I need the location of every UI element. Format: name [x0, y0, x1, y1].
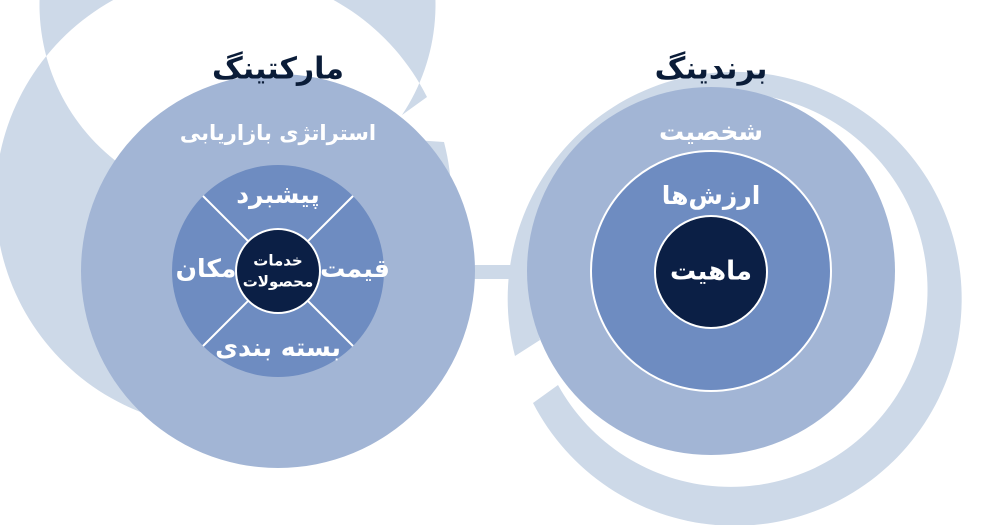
marketing-group: مارکتینگ استراتژی بازاریابی پیشبرد قیمت … [0, 0, 475, 468]
segment-top-label: پیشبرد [236, 180, 320, 210]
branding-title: برندینگ [655, 51, 768, 87]
branding-values-label: ارزش‌ها [662, 181, 761, 210]
marketing-title: مارکتینگ [212, 51, 344, 87]
segment-bottom-label: بسته بندی [215, 333, 341, 362]
branding-personality-label: شخصیت [659, 117, 763, 146]
branding-core-disc [654, 215, 768, 329]
marketing-strategy-label: استراتژی بازاریابی [180, 121, 376, 145]
branding-group: برندینگ شخصیت ارزش‌ها ماهیت [507, 51, 962, 525]
segment-right-label: قیمت [320, 254, 390, 283]
marketing-center-disc [235, 228, 321, 314]
center-label-line-2: محصولات [243, 273, 314, 291]
segment-left-label: مکان [176, 254, 237, 283]
branding-core-label: ماهیت [670, 257, 752, 287]
center-label-line-1: خدمات [253, 252, 302, 270]
